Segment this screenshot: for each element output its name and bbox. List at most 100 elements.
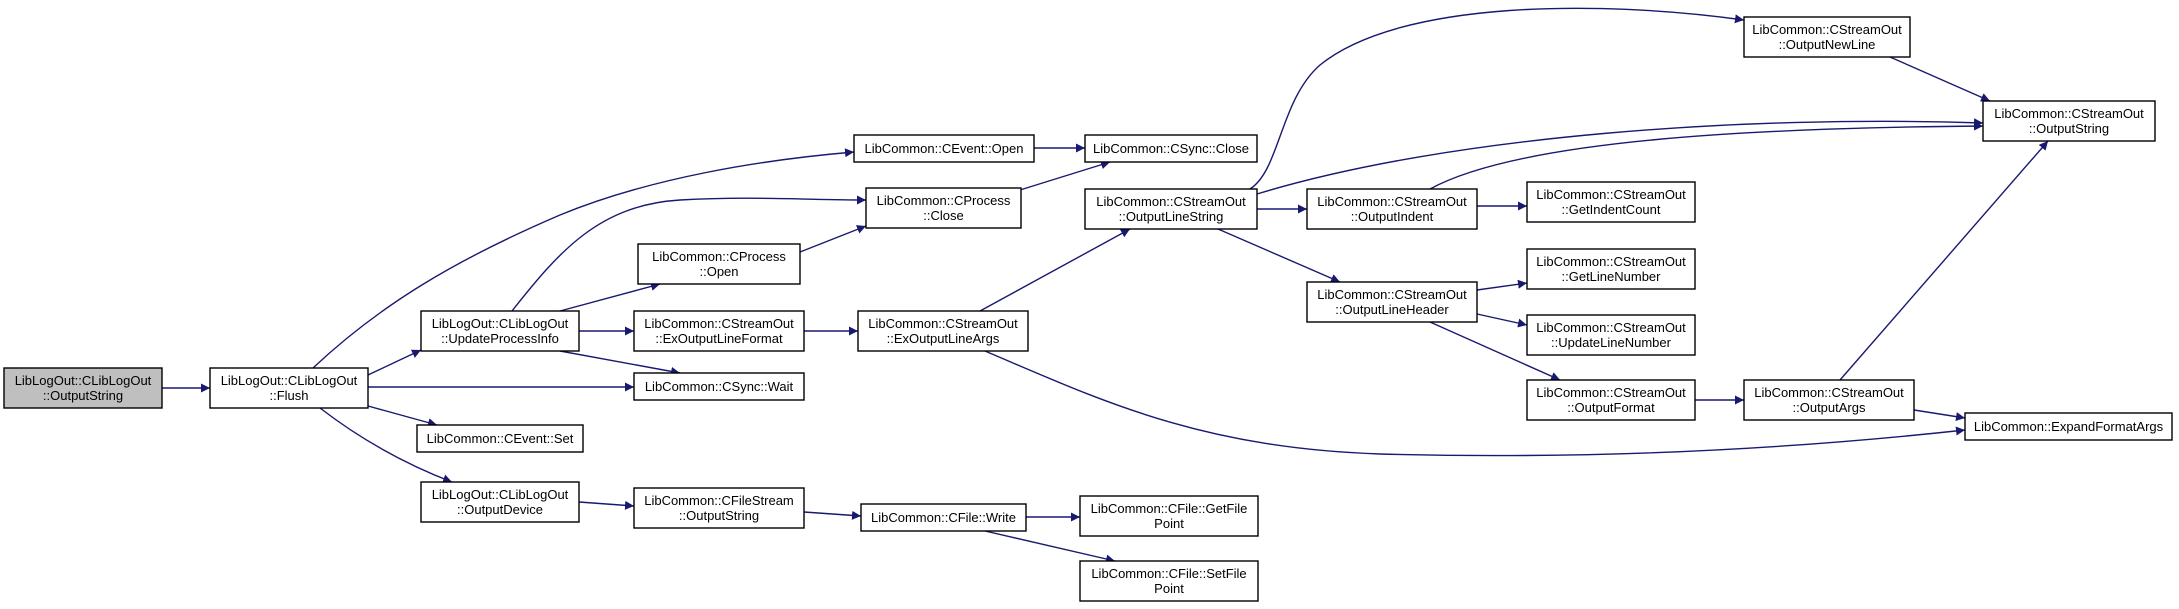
node-box [1743,379,1915,421]
node-label: ::GetIndentCount [1561,202,1660,217]
edge-n17-to-n20 [1476,313,1528,328]
edge-n11-to-n12 [979,228,1131,312]
function-node[interactable]: LibCommon::CStreamOut::OutputLineString [1084,188,1258,230]
node-label: ::GetLineNumber [1562,269,1662,284]
function-node[interactable]: LibCommon::CSync::Close [1084,134,1258,163]
function-node[interactable]: LibCommon::CStreamOut::ExOutputLineForma… [633,310,805,352]
edge-n8-to-n7 [1019,160,1111,191]
node-box [3,367,163,409]
node-label: LibCommon::CSync::Wait [645,379,794,394]
node-box [420,310,580,352]
edge-n22-to-n15 [1839,140,2049,381]
function-node[interactable]: LibCommon::CSync::Wait [633,372,805,401]
function-node[interactable]: LibCommon::CStreamOut::OutputFormat [1526,379,1696,421]
node-label: LibCommon::CFile::SetFile [1091,566,1246,581]
node-label: Point [1154,581,1184,596]
node-label: ::OutputIndent [1351,209,1434,224]
edge-n14-to-n15 [1889,56,1991,102]
node-label: LibCommon::ExpandFormatArgs [1974,419,2164,434]
function-node[interactable]: LibCommon::CStreamOut::OutputString [1982,100,2156,142]
function-node[interactable]: LibCommon::CStreamOut::GetLineNumber [1526,248,1696,290]
node-label: LibCommon::CStreamOut [1536,320,1686,335]
node-label: ::UpdateLineNumber [1551,335,1672,350]
node-box [857,310,1029,352]
root-function-node[interactable]: LibLogOut::CLibLogOut::OutputString [3,367,163,409]
node-label: ::OutputLineString [1119,209,1224,224]
function-node[interactable]: LibCommon::CFile::Write [860,503,1027,532]
edge-n3-to-n8 [511,195,867,312]
node-label: ::OutputDevice [457,502,543,517]
node-box [633,372,805,401]
edge-n1-to-n6 [319,407,453,483]
function-node[interactable]: LibCommon::CStreamOut::GetIndentCount [1526,181,1696,223]
function-node[interactable]: LibCommon::CStreamOut::OutputIndent [1306,188,1478,230]
edge-n12-to-n14 [1249,7,1745,190]
node-box [1084,188,1258,230]
function-node[interactable]: LibLogOut::CLibLogOut::OutputDevice [420,481,580,523]
node-label: ::Close [923,208,963,223]
node-label: LibCommon::CProcess [652,249,786,264]
node-label: ::ExOutputLineArgs [887,331,1000,346]
node-label: ::OutputFormat [1567,400,1655,415]
node-label: ::OutputString [43,388,123,403]
function-node[interactable]: LibCommon::CStreamOut::ExOutputLineArgs [857,310,1029,352]
node-label: LibCommon::CStreamOut [1752,22,1902,37]
function-node[interactable]: LibCommon::CStreamOut::UpdateLineNumber [1526,314,1696,356]
function-node[interactable]: LibCommon::CProcess::Open [637,243,801,285]
node-box [1526,379,1696,421]
node-box [860,503,1027,532]
edge-n17-to-n19 [1476,279,1528,291]
function-node[interactable]: LibCommon::CEvent::Open [853,134,1035,163]
node-label: LibLogOut::CLibLogOut [15,373,152,388]
function-node[interactable]: LibCommon::CProcess::Close [865,187,1022,229]
node-label: LibCommon::CEvent::Open [865,141,1024,156]
node-label: ::OutputString [679,508,759,523]
node-box [1526,314,1696,356]
node-box [1526,248,1696,290]
edge-n23-to-n24 [803,510,862,520]
node-box [1306,188,1478,230]
node-label: LibCommon::CStreamOut [868,316,1018,331]
node-label: LibLogOut::CLibLogOut [221,373,358,388]
node-box [1079,560,1259,602]
edge-n3-to-n9 [559,282,661,312]
node-label: Point [1154,516,1184,531]
function-node[interactable]: LibCommon::CStreamOut::OutputArgs [1743,379,1915,421]
node-label: LibCommon::CEvent::Set [427,431,574,446]
node-box [1306,281,1478,323]
function-node[interactable]: LibLogOut::CLibLogOut::Flush [209,367,369,409]
edge-n11-to-n13 [984,350,1966,457]
node-label: LibCommon::CFile::GetFile [1091,501,1248,516]
node-label: ::Flush [269,388,308,403]
node-label: LibCommon::CFile::Write [871,510,1016,525]
edge-n24-to-n26 [984,530,1116,564]
node-label: LibLogOut::CLibLogOut [432,316,569,331]
node-label: ::OutputArgs [1793,400,1866,415]
node-label: LibCommon::CStreamOut [1317,194,1467,209]
function-node[interactable]: LibCommon::CStreamOut::OutputLineHeader [1306,281,1478,323]
edge-n16-to-n15 [1429,121,1984,190]
function-node[interactable]: LibCommon::CEvent::Set [416,424,584,453]
edge-n1-to-n2 [312,148,855,369]
node-label: LibCommon::CStreamOut [1754,385,1904,400]
node-box [853,134,1035,163]
node-box [633,487,805,529]
node-label: LibCommon::CStreamOut [1317,287,1467,302]
node-box [1084,134,1258,163]
node-label: LibCommon::CStreamOut [1536,254,1686,269]
function-node[interactable]: LibCommon::ExpandFormatArgs [1964,412,2173,441]
function-node[interactable]: LibCommon::CFileStream::OutputString [633,487,805,529]
node-label: LibCommon::CStreamOut [644,316,794,331]
node-box [420,481,580,523]
node-label: ::Open [699,264,738,279]
function-node[interactable]: LibCommon::CStreamOut::OutputNewLine [1743,16,1911,58]
node-label: ::OutputNewLine [1779,37,1876,52]
node-label: ::OutputLineHeader [1335,302,1449,317]
function-node[interactable]: LibLogOut::CLibLogOut::UpdateProcessInfo [420,310,580,352]
edge-n12-to-n17 [1217,228,1341,283]
node-label: LibLogOut::CLibLogOut [432,487,569,502]
node-label: ::UpdateProcessInfo [441,331,559,346]
